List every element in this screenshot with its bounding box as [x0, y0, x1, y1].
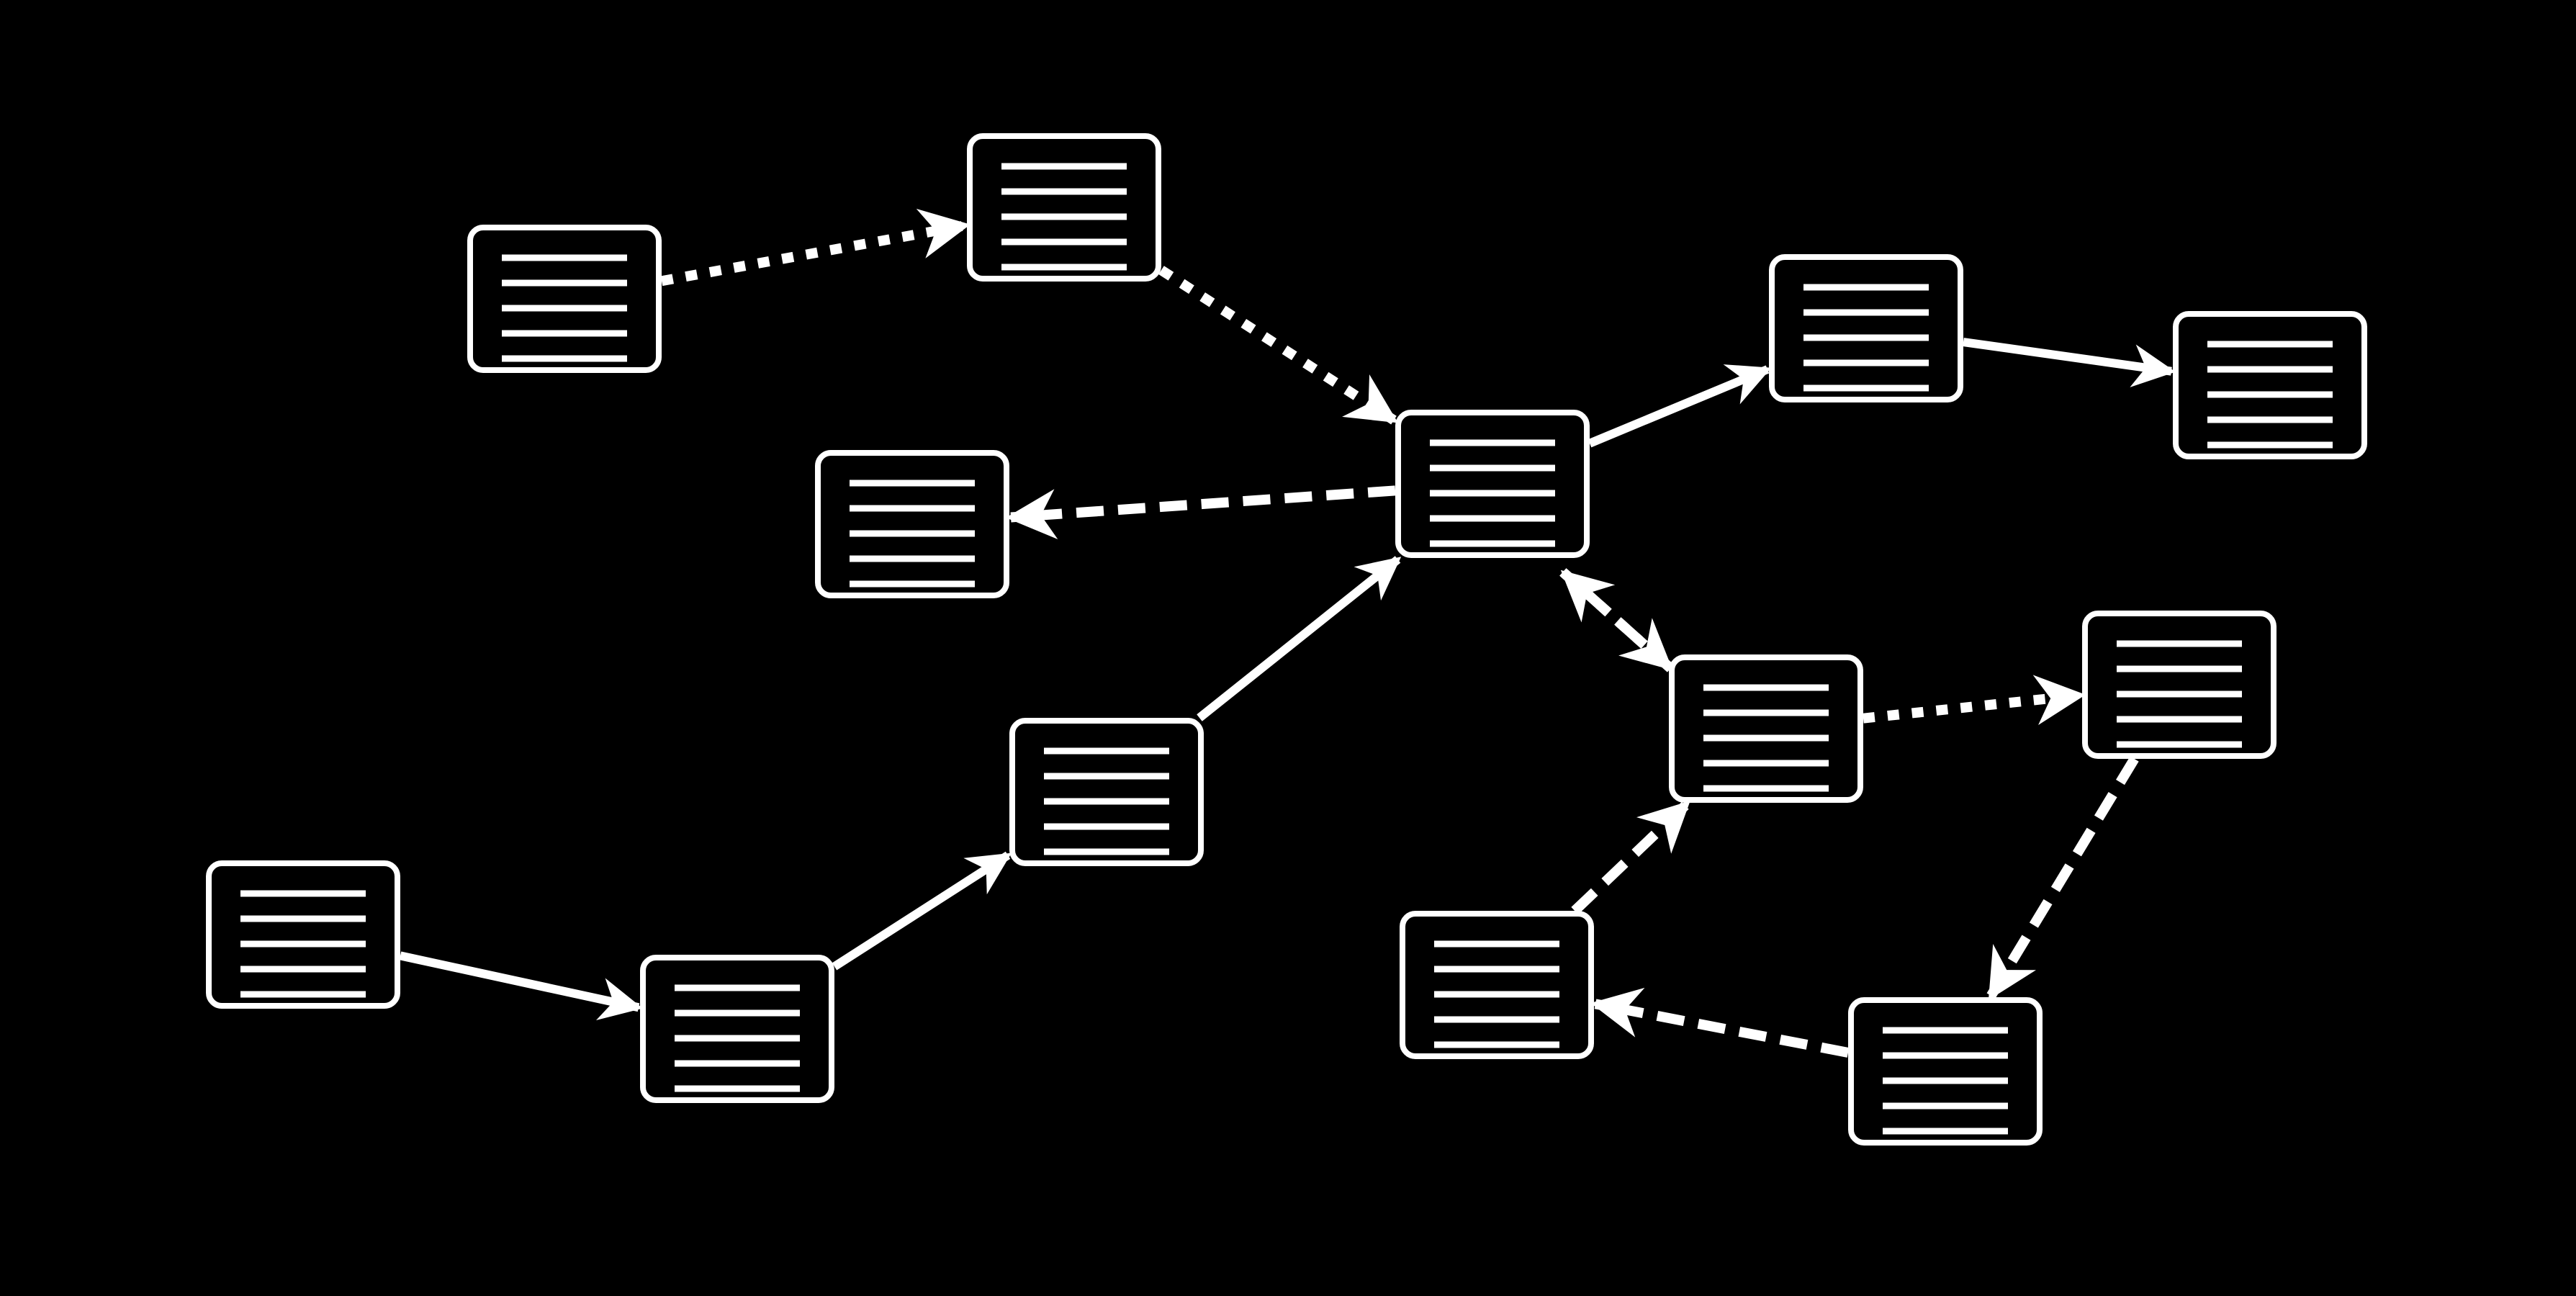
- node-frame: [1848, 997, 2043, 1146]
- node-frame: [467, 225, 662, 373]
- document-lines-icon: [1001, 163, 1127, 271]
- edge-dashed-arrow: [1560, 570, 1675, 672]
- node-frame: [1395, 410, 1590, 558]
- node-frame: [1669, 654, 1863, 803]
- document-node: [1769, 254, 1963, 402]
- edge-dotted-arrow: [1158, 266, 1398, 425]
- node-frame: [2082, 611, 2276, 759]
- edge-dashed-arrow: [1006, 485, 1396, 540]
- edge-solid-arrow: [1588, 364, 1772, 448]
- node-frame: [967, 133, 1161, 282]
- node-frame: [2173, 311, 2367, 459]
- edges-layer: [399, 208, 2176, 1058]
- edge-dashed-arrow: [1571, 800, 1690, 915]
- node-frame: [1769, 254, 1963, 402]
- document-lines-icon: [1044, 747, 1169, 855]
- edge-dotted-arrow: [1863, 675, 2086, 726]
- document-lines-icon: [240, 890, 366, 998]
- document-node: [1669, 654, 1863, 803]
- document-node: [815, 450, 1009, 598]
- node-frame: [206, 860, 400, 1009]
- document-node: [467, 225, 662, 373]
- nodes-layer: [206, 133, 2367, 1146]
- node-frame: [815, 450, 1009, 598]
- document-lines-icon: [1434, 940, 1559, 1048]
- document-node: [640, 955, 834, 1103]
- edge-solid-arrow: [1963, 338, 2176, 387]
- edge-solid-arrow: [399, 951, 643, 1021]
- document-node: [1848, 997, 2043, 1146]
- document-node: [1395, 410, 1590, 558]
- document-node: [967, 133, 1161, 282]
- document-lines-icon: [1703, 684, 1829, 792]
- document-lines-icon: [1803, 284, 1929, 392]
- edge-solid-arrow: [1197, 556, 1402, 721]
- document-lines-icon: [2117, 640, 2242, 748]
- document-lines-icon: [502, 254, 627, 362]
- document-node: [206, 860, 400, 1009]
- document-lines-icon: [2207, 341, 2333, 449]
- edge-dashed-arrow: [1590, 987, 1850, 1058]
- node-frame: [1009, 718, 1204, 866]
- document-lines-icon: [1430, 439, 1555, 547]
- document-node: [2082, 611, 2276, 759]
- edge-solid-arrow: [832, 851, 1012, 971]
- node-frame: [1400, 911, 1594, 1059]
- edge-dotted-arrow: [660, 208, 970, 287]
- document-lines-icon: [850, 480, 975, 588]
- edge-dashed-arrow: [1986, 756, 2139, 1000]
- node-frame: [640, 955, 834, 1103]
- document-node: [1009, 718, 1204, 866]
- document-node: [1400, 911, 1594, 1059]
- document-lines-icon: [1883, 1027, 2008, 1135]
- document-lines-icon: [675, 984, 800, 1092]
- document-node: [2173, 311, 2367, 459]
